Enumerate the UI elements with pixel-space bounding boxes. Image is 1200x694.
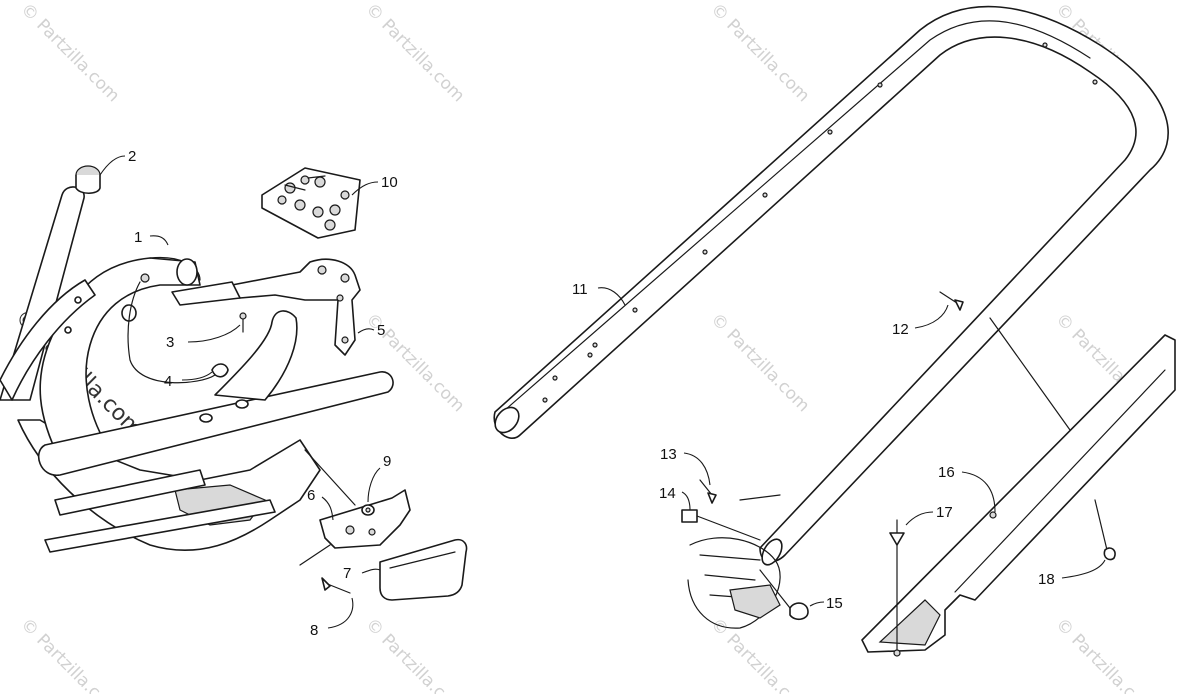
rivet-part	[939, 291, 1071, 431]
callout-2: 2	[128, 148, 136, 165]
callout-1: 1	[134, 229, 142, 246]
watermark-text: © Partzilla.com	[706, 309, 813, 416]
callout-labels: 1 2 3 4 5 6 7 8 9 10 11 12 13	[99, 148, 1106, 639]
callout-5: 5	[377, 322, 385, 339]
callout-8: 8	[310, 622, 318, 639]
watermark-text: © Partzilla.com	[361, 614, 468, 694]
side-rail-assembly	[861, 334, 1176, 653]
callout-7: 7	[343, 565, 351, 582]
rivet-17-part	[889, 519, 905, 657]
callout-4: 4	[164, 373, 172, 390]
callout-13: 13	[660, 446, 677, 463]
rivet-grommet-parts	[121, 273, 247, 384]
handle-mount-holes	[542, 42, 1098, 403]
mount-bracket-part	[171, 258, 361, 356]
callout-18: 18	[1038, 571, 1055, 588]
front-bumper-assembly	[0, 186, 394, 553]
watermark-text: © Partzilla.com	[16, 614, 123, 694]
callout-6: 6	[307, 487, 315, 504]
callout-3: 3	[166, 334, 174, 351]
watermark-text: © Partzilla.com	[706, 0, 813, 106]
callout-10: 10	[381, 174, 398, 191]
reflector-assembly	[299, 449, 468, 601]
watermark-text: © Partzilla.com	[16, 0, 123, 106]
hardware-kit-part	[261, 167, 361, 239]
end-cap-part	[75, 165, 101, 195]
watermark-text: © Partzilla.com	[361, 0, 468, 106]
bolt-nut-parts	[681, 479, 809, 621]
callout-11: 11	[572, 281, 588, 298]
callout-17: 17	[936, 504, 953, 521]
watermark-text: © Partzilla.com	[1051, 614, 1158, 694]
callout-9: 9	[383, 453, 391, 470]
callout-12: 12	[892, 321, 909, 338]
callout-16: 16	[938, 464, 955, 481]
callout-15: 15	[826, 595, 843, 612]
callout-14: 14	[659, 485, 676, 502]
loop-handle-assembly	[493, 5, 1169, 629]
